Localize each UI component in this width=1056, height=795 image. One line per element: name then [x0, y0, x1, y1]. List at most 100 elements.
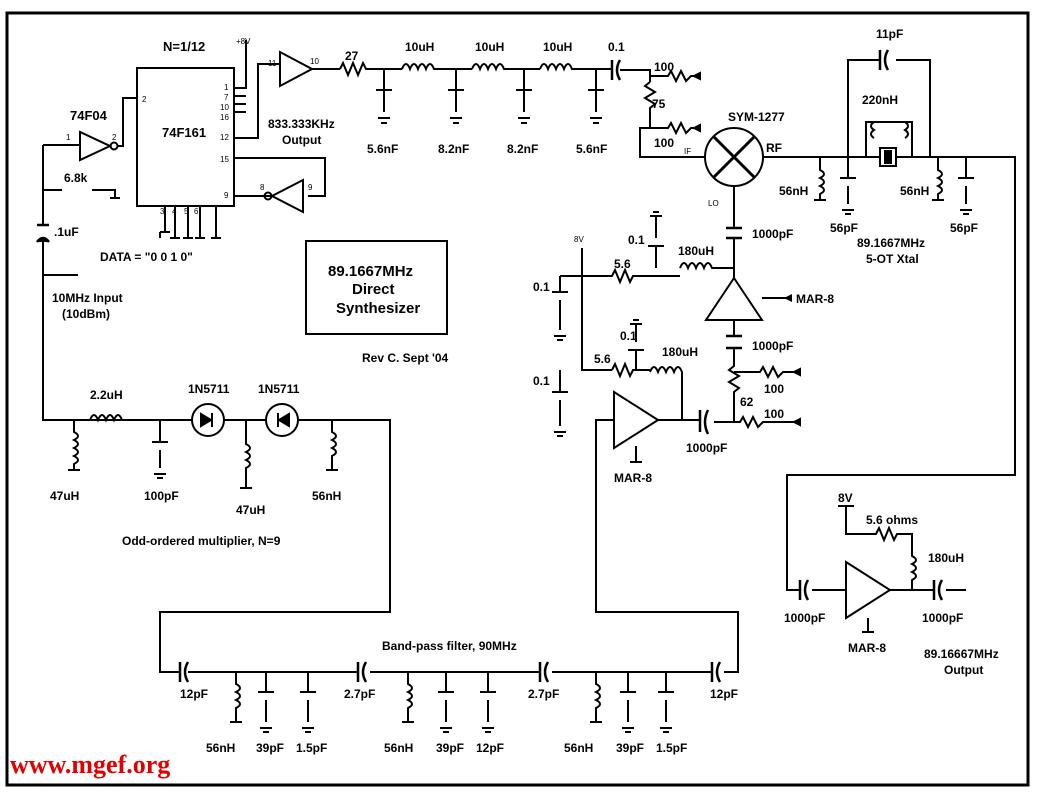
mixer-sym1277-label: SYM-1277 — [728, 110, 785, 124]
cap-01-a-label: 0.1 — [628, 233, 645, 247]
output-833-label: 833.333KHz — [268, 117, 335, 131]
pin-2: 2 — [112, 133, 117, 142]
cap-01-c-label: 0.1 — [620, 329, 637, 343]
inductor-56nh-b-label: 56nH — [900, 184, 929, 198]
inductor-10uh-c-label: 10uH — [543, 40, 572, 54]
arrow-mar8 — [784, 294, 792, 302]
resistor-100-a-label: 100 — [654, 60, 674, 74]
inductor-56nh-a-label: 56nH — [779, 184, 808, 198]
mixer-rf-label: RF — [766, 141, 782, 155]
title-line-3: Synthesizer — [336, 300, 420, 317]
revision-label: Rev C. Sept '04 — [362, 351, 449, 365]
bpf-cap-15pf-b-label: 1.5pF — [656, 741, 687, 755]
cap-56pf-b-label: 56pF — [950, 221, 978, 235]
cap-1000pf-a-label: 1000pF — [752, 227, 793, 241]
cap-56nf-a-label: 5.6nF — [367, 142, 398, 156]
resistor-100-b-label: 100 — [654, 136, 674, 150]
pin-1: 1 — [66, 133, 71, 142]
cap-01-d-label: 0.1 — [533, 374, 550, 388]
pin-6: 6 — [194, 207, 199, 216]
cap-82nf-a-label: 8.2nF — [438, 142, 469, 156]
data-word-label: DATA = "0 0 1 0" — [100, 250, 193, 264]
pin-8: 8 — [260, 183, 265, 192]
diode-2-label: 1N5711 — [258, 382, 300, 396]
cap-11pf-label: 11pF — [876, 27, 903, 41]
resistor-62-label: 62 — [740, 395, 754, 409]
bpf-inductor-56nh-a-label: 56nH — [206, 741, 235, 755]
pin-9: 9 — [224, 191, 229, 200]
amp-mar8-b-label: MAR-8 — [614, 471, 652, 485]
pin-7: 7 — [224, 93, 229, 102]
supply-8v-top-label: +8V — [236, 37, 251, 46]
inductor-22uh-label: 2.2uH — [90, 388, 123, 402]
cap-56nf-b-label: 5.6nF — [576, 142, 607, 156]
cap-27pf-b-label: 2.7pF — [528, 687, 559, 701]
output-833-sub-label: Output — [282, 133, 321, 147]
pin-9b: 9 — [308, 183, 313, 192]
input-level-label: (10dBm) — [62, 307, 110, 321]
resistor-75-label: 75 — [652, 97, 666, 111]
cap-12pf-b-label: 12pF — [710, 687, 738, 701]
pin-10: 10 — [310, 57, 319, 66]
cap-100pf-label: 100pF — [144, 489, 179, 503]
amp-mar8-a-label: MAR-8 — [796, 292, 834, 306]
xtal-type-label: 5-OT Xtal — [866, 252, 919, 266]
pin-10b: 10 — [220, 103, 229, 112]
cap-1000pf-e-label: 1000pF — [922, 611, 963, 625]
supply-8v-mid-label: 8V — [574, 235, 584, 244]
pin-2b: 2 — [142, 95, 147, 104]
wires — [5, 11, 1030, 787]
inductor-220nh-label: 220nH — [862, 93, 898, 107]
title-line-1: 89.1667MHz — [328, 263, 413, 280]
diode-1-label: 1N5711 — [188, 382, 230, 396]
input-10mhz-label: 10MHz Input — [52, 291, 123, 305]
title-line-2: Direct — [352, 281, 395, 298]
title-box — [305, 240, 448, 335]
pin-1b: 1 — [224, 83, 229, 92]
cap-82nf-b-label: 8.2nF — [507, 142, 538, 156]
bpf-inductor-56nh-b-label: 56nH — [384, 741, 413, 755]
inductor-10uh-a-label: 10uH — [405, 40, 434, 54]
resistor-27-label: 27 — [345, 49, 359, 63]
supply-8v-out-label: 8V — [838, 491, 853, 505]
ic-74f04-label: 74F04 — [70, 108, 108, 123]
resistor-100-d-label: 100 — [764, 407, 784, 421]
xtal-freq-label: 89.1667MHz — [857, 236, 925, 250]
amp-mar8-c-label: MAR-8 — [848, 641, 886, 655]
inductor-180uh-a-label: 180uH — [678, 244, 714, 258]
cap-12pf-a-label: 12pF — [180, 687, 208, 701]
bpf-cap-39pf-a-label: 39pF — [256, 741, 284, 755]
cap-1000pf-b-label: 1000pF — [752, 339, 793, 353]
output-89mhz-label: 89.16667MHz — [924, 647, 999, 661]
bpf-cap-15pf-a-label: 1.5pF — [296, 741, 327, 755]
pin-11: 11 — [268, 59, 277, 68]
cap-1000pf-c-label: 1000pF — [686, 441, 727, 455]
resistor-56-b-label: 5.6 — [594, 352, 611, 366]
bpf-label: Band-pass filter, 90MHz — [382, 639, 517, 653]
pin-16: 16 — [220, 113, 229, 122]
cap-01-b-label: 0.1 — [533, 280, 550, 294]
pin-15: 15 — [220, 155, 229, 164]
inductor-10uh-b-label: 10uH — [475, 40, 504, 54]
mixer-lo-label: LO — [708, 199, 719, 208]
website-label: www.mgef.org — [10, 750, 170, 779]
inductor-180uh-c-label: 180uH — [928, 551, 964, 565]
cap-56pf-a-label: 56pF — [830, 221, 858, 235]
pin-4: 4 — [172, 207, 177, 216]
inductor-56nh-c-label: 56nH — [312, 489, 341, 503]
bpf-inductor-56nh-c-label: 56nH — [564, 741, 593, 755]
pin-numbers: 1 2 2 11 10 1 7 10 16 12 15 9 8 9 3 4 5 … — [66, 57, 319, 216]
grounds — [36, 89, 974, 733]
cap-01-top-label: 0.1 — [608, 40, 625, 54]
labels: N=1/12 +8V 74F04 74F161 6.8k .1uF DATA =… — [10, 27, 999, 779]
output-89mhz-sub-label: Output — [944, 663, 983, 677]
crystal-body — [884, 150, 892, 164]
cap-1000pf-d-label: 1000pF — [784, 611, 825, 625]
inductor-47uh-a-label: 47uH — [50, 489, 79, 503]
bpf-cap-39pf-b-label: 39pF — [436, 741, 464, 755]
cap-27pf-a-label: 2.7pF — [344, 687, 375, 701]
outer-frame — [5, 11, 1030, 787]
inductor-180uh-b-label: 180uH — [662, 345, 698, 359]
resistor-56ohm-label: 5.6 ohms — [866, 513, 918, 527]
